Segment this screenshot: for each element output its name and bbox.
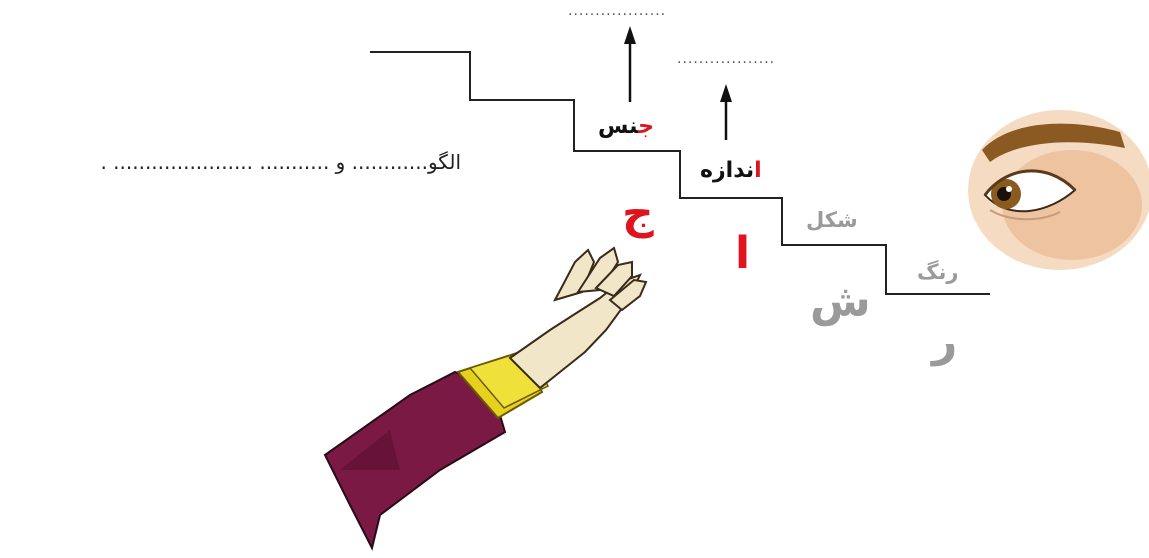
word-rang: رنگ (917, 260, 959, 284)
blank-top: .................. (568, 3, 667, 19)
letter-shin: ش (810, 276, 871, 327)
letter-alef: ا (735, 228, 751, 279)
hand-icon (323, 246, 648, 551)
blank-middle: .................. (677, 51, 776, 67)
word-jens: جنس (598, 114, 654, 139)
letter-re: ر (932, 316, 958, 367)
word-andaze-rest: ندازه (700, 158, 755, 183)
staircase-line (370, 51, 990, 295)
eye-icon (968, 110, 1149, 270)
pattern-sentence: الگو............ و ........... .........… (100, 150, 461, 174)
letter-jim: ج (622, 188, 654, 239)
word-shekl: شکل (806, 208, 858, 232)
word-andaze: اندازه (700, 158, 762, 183)
arrow-up-middle (720, 84, 732, 140)
arrow-up-top (624, 26, 636, 102)
word-andaze-first-letter: ا (754, 158, 762, 183)
word-jens-rest: نس (598, 114, 639, 139)
word-jens-first-letter: ج (638, 114, 654, 139)
